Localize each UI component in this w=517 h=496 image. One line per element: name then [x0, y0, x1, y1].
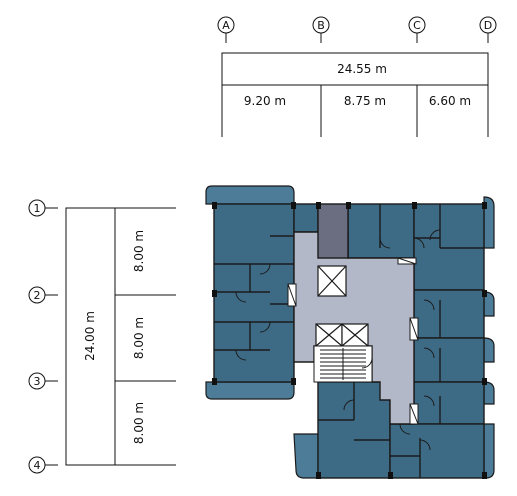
span-2-3-label: 8.00 m [132, 317, 146, 359]
span-a-b-label: 9.20 m [244, 94, 286, 108]
grid-label-c: C [413, 19, 421, 32]
column-grid-bubbles: A B C D [217, 16, 497, 43]
span-b-c-label: 8.75 m [344, 94, 386, 108]
grid-bubble-d: D [479, 16, 497, 43]
grid-bubble-1: 1 [28, 199, 58, 217]
balconies [205, 185, 495, 479]
grid-label-b: B [317, 19, 325, 32]
floor-plan [205, 185, 495, 479]
horizontal-dimension-chain: 24.55 m 9.20 m 8.75 m 6.60 m [221, 52, 489, 137]
ventilation-grilles [287, 257, 419, 425]
grid-label-d: D [484, 19, 492, 32]
row-grid-bubbles: 1 2 3 4 [28, 199, 58, 474]
interior-walls [214, 204, 484, 478]
grid-bubble-2: 2 [28, 286, 58, 304]
vertical-dimension-chain: 24.00 m 8.00 m 8.00 m 8.00 m [65, 207, 176, 466]
total-width-label: 24.55 m [337, 62, 387, 76]
grid-bubble-c: C [408, 16, 426, 43]
staircase [313, 345, 373, 383]
grid-bubble-a: A [217, 16, 235, 43]
apartment-zones [213, 203, 485, 479]
grid-bubble-b: B [312, 16, 330, 43]
grid-label-1: 1 [34, 202, 41, 215]
door-swings [235, 229, 441, 451]
grid-label-3: 3 [34, 375, 41, 388]
grid-label-a: A [222, 19, 230, 32]
grid-bubble-3: 3 [28, 372, 58, 390]
grid-bubble-4: 4 [28, 456, 58, 474]
total-height-label: 24.00 m [83, 311, 97, 361]
span-c-d-label: 6.60 m [429, 94, 471, 108]
elevator-shafts [315, 265, 369, 347]
structural-columns [212, 202, 487, 479]
span-1-2-label: 8.00 m [132, 230, 146, 272]
grid-label-4: 4 [34, 459, 41, 472]
grid-label-2: 2 [34, 289, 41, 302]
service-shaft [317, 203, 349, 259]
span-3-4-label: 8.00 m [132, 402, 146, 444]
